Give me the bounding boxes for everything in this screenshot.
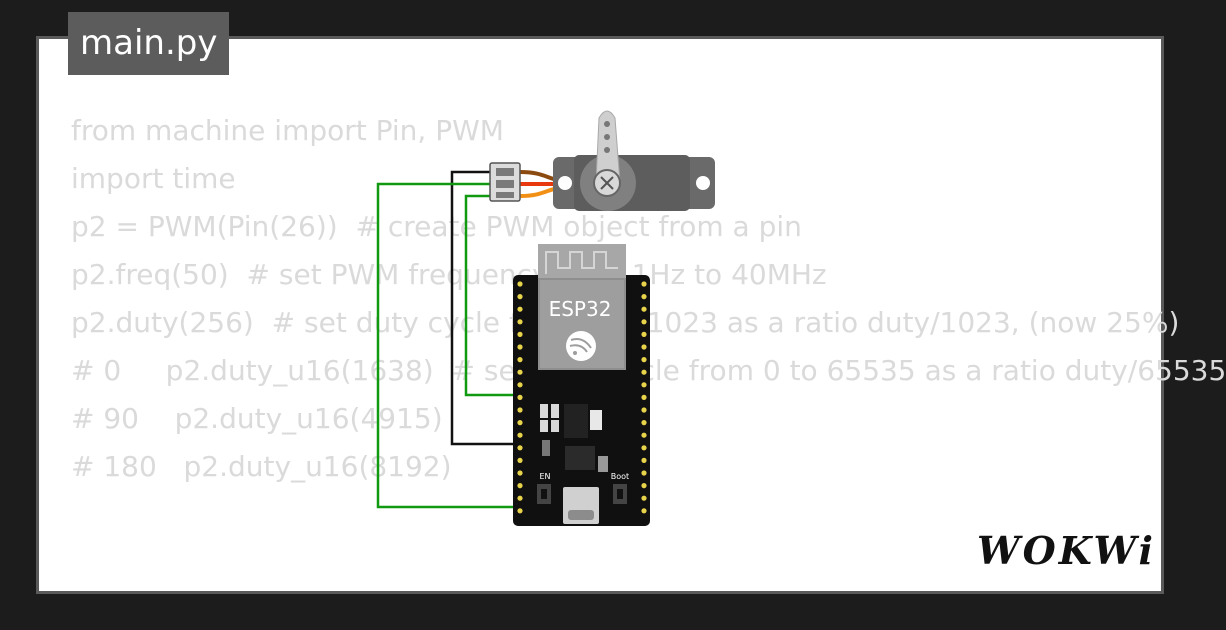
servo-motor[interactable] [489,110,715,211]
header-pin[interactable] [641,445,647,451]
header-pin[interactable] [641,420,647,426]
header-pin[interactable] [517,495,523,501]
header-pin[interactable] [517,508,523,514]
header-pin[interactable] [517,432,523,438]
code-line: # 180 p2.duty_u16(8192) [71,450,452,483]
servo-horn [595,110,621,184]
wokwi-logo: WOKWi [977,528,1156,573]
header-pin[interactable] [517,281,523,287]
header-pin[interactable] [517,394,523,400]
pin-header-left [517,281,523,514]
header-pin[interactable] [517,294,523,300]
header-pin[interactable] [641,495,647,501]
header-pin[interactable] [641,394,647,400]
wire-vcc[interactable] [376,182,520,509]
header-pin[interactable] [641,357,647,363]
header-pin[interactable] [641,483,647,489]
header-pin[interactable] [641,382,647,388]
header-pin[interactable] [641,508,647,514]
header-pin[interactable] [517,306,523,312]
header-pin[interactable] [641,457,647,463]
en-label: EN [539,472,550,481]
espressif-logo-icon [566,331,596,361]
header-pin[interactable] [517,369,523,375]
header-pin[interactable] [641,407,647,413]
code-line: p2 = PWM(Pin(26)) # create PWM object fr… [71,210,802,243]
usb-uart-chip [565,446,595,470]
header-pin[interactable] [641,470,647,476]
esp32-board[interactable]: ESP32 EN Boot [513,244,650,526]
header-pin[interactable] [641,294,647,300]
header-pin[interactable] [641,319,647,325]
code-line: import time [71,162,236,195]
header-pin[interactable] [517,357,523,363]
header-pin[interactable] [517,344,523,350]
code-listing: from machine import Pin, PWM import time p… [71,107,1226,491]
header-pin[interactable] [517,470,523,476]
header-pin[interactable] [517,457,523,463]
wire-gnd[interactable] [450,170,520,446]
circuit-diagram: ESP32 EN Boot [376,110,715,526]
header-pin[interactable] [641,281,647,287]
pin-header-right [641,281,647,514]
header-pin[interactable] [517,445,523,451]
boot-label: Boot [611,472,629,481]
header-pin[interactable] [517,331,523,337]
header-pin[interactable] [641,369,647,375]
header-pin[interactable] [517,319,523,325]
wire-signal[interactable] [464,194,520,397]
code-line: # 90 p2.duty_u16(4915) [71,402,443,435]
header-pin[interactable] [641,306,647,312]
header-pin[interactable] [517,407,523,413]
header-pin[interactable] [641,432,647,438]
code-line: from machine import Pin, PWM [71,114,504,147]
chip-label: ESP32 [549,297,612,321]
file-tab[interactable]: main.py [68,12,230,75]
header-pin[interactable] [641,344,647,350]
wires [376,170,520,509]
header-pin[interactable] [517,420,523,426]
header-pin[interactable] [517,483,523,489]
header-pin[interactable] [641,331,647,337]
header-pin[interactable] [517,382,523,388]
